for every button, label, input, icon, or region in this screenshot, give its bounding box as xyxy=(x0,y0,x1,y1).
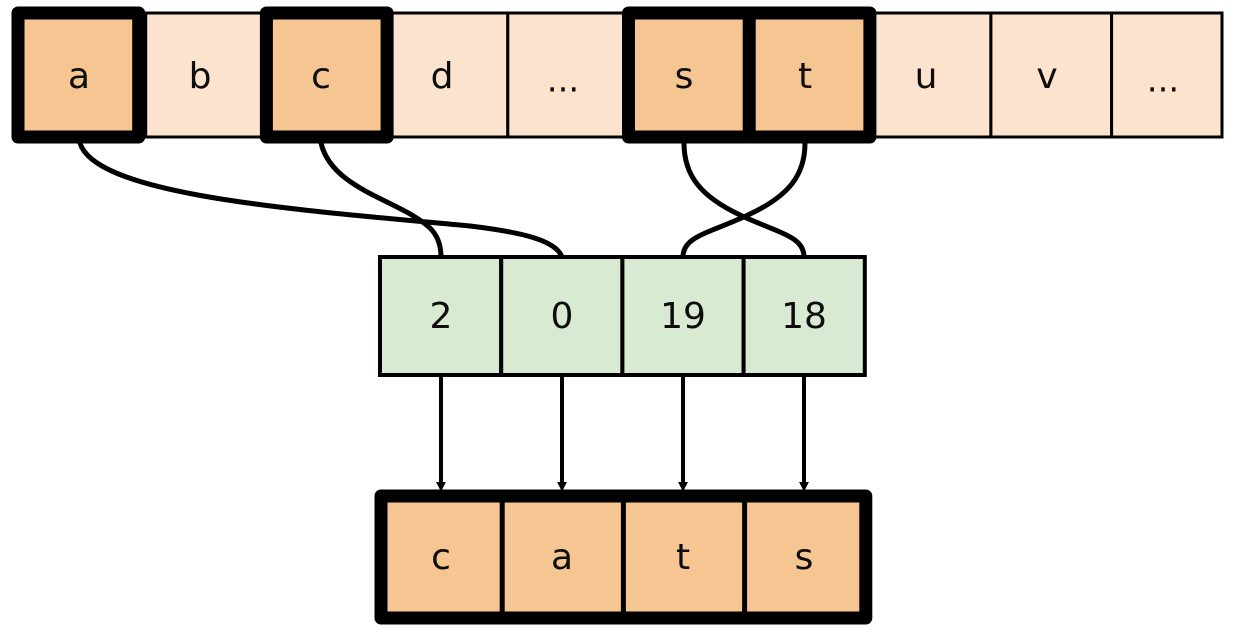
alphabet-label-b: b xyxy=(189,56,212,97)
output-label-2: t xyxy=(676,537,690,578)
alphabet-cell-v[interactable] xyxy=(989,11,1114,139)
output-label-0: c xyxy=(431,537,451,578)
output-row: c a t s xyxy=(374,489,873,625)
link-t-to-index-19 xyxy=(680,140,808,260)
link-s-to-index-18 xyxy=(681,140,807,260)
index-label-0: 2 xyxy=(430,296,453,337)
link-c-to-index-2 xyxy=(318,140,444,260)
index-label-2: 19 xyxy=(660,296,706,337)
alphabet-highlight-cells xyxy=(11,6,877,144)
alphabet-label-a: a xyxy=(68,56,90,97)
alphabet-label-c: c xyxy=(311,56,331,97)
alphabet-label-u: u xyxy=(915,56,938,97)
alphabet-label-ellipsis-2: ... xyxy=(1147,61,1179,101)
index-cell-0[interactable] xyxy=(378,255,504,377)
index-row: 2 0 19 18 xyxy=(378,255,867,377)
index-label-1: 0 xyxy=(551,296,574,337)
alphabet-cell-d[interactable] xyxy=(385,11,510,139)
alphabet-cell-ellipsis-2[interactable] xyxy=(1110,11,1224,139)
alphabet-cell-ellipsis-1[interactable] xyxy=(506,11,630,139)
alphabet-label-v: v xyxy=(1036,56,1057,97)
index-cell-1[interactable] xyxy=(499,255,625,377)
output-label-1: a xyxy=(551,537,573,578)
alphabet-cell-b[interactable] xyxy=(144,11,268,139)
alphabet-plain-cells xyxy=(144,11,1224,139)
alphabet-cell-c[interactable] xyxy=(259,6,394,144)
alphabet-cell-a[interactable] xyxy=(11,6,146,144)
alphabet-label-ellipsis-1: ... xyxy=(547,61,579,101)
link-a-to-index-0 xyxy=(77,140,565,260)
alphabet-label-t: t xyxy=(798,56,812,97)
alphabet-label-s: s xyxy=(675,56,694,97)
alphabet-label-d: d xyxy=(431,56,454,97)
index-cell-3[interactable] xyxy=(741,255,867,377)
letter-to-index-links xyxy=(77,140,808,260)
index-to-output-arrows xyxy=(436,375,809,492)
index-label-3: 18 xyxy=(781,296,827,337)
alphabet-row: a b c d ... s t u v ... xyxy=(11,6,1224,144)
output-label-3: s xyxy=(795,537,814,578)
